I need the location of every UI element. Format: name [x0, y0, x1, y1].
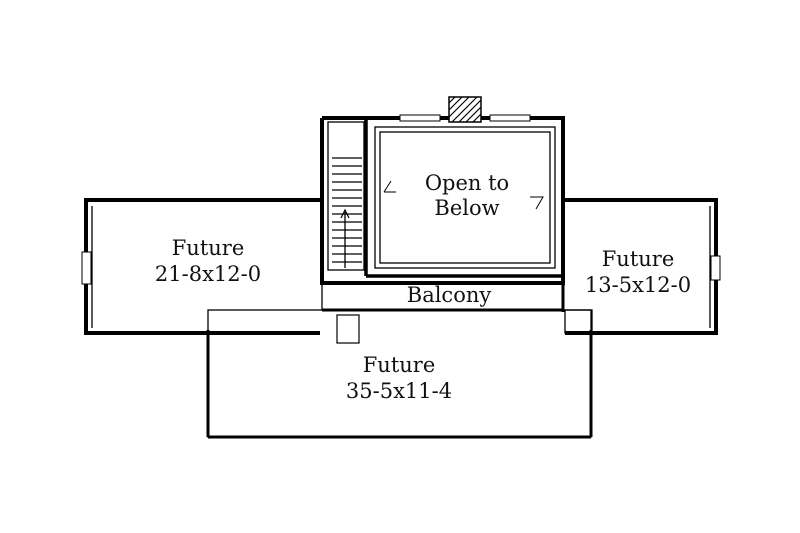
window-top-left	[399, 114, 441, 122]
stair-arrow-icon	[340, 208, 350, 219]
label-left-dims: 21-8x12-0	[155, 262, 261, 286]
window-right	[710, 255, 721, 281]
room-right-future[interactable]	[564, 198, 721, 335]
room-left-future[interactable]	[81, 198, 320, 335]
tick-mark-right-icon	[530, 196, 544, 210]
label-right-name: Future	[602, 247, 675, 271]
label-left-name: Future	[172, 236, 245, 260]
stairs[interactable]	[327, 121, 365, 271]
label-bottom-dims: 35-5x11-4	[346, 379, 452, 403]
label-balcony: Balcony	[407, 283, 492, 307]
tick-mark-left-icon	[383, 180, 396, 193]
label-bottom-name: Future	[363, 353, 436, 377]
label-right-dims: 13-5x12-0	[585, 273, 691, 297]
label-open-line1: Open to	[425, 171, 509, 195]
label-open-line2: Below	[434, 196, 499, 220]
column-post	[336, 314, 360, 344]
window-top-right	[489, 114, 531, 122]
chimney	[448, 96, 482, 123]
balcony[interactable]	[321, 282, 565, 312]
window-left	[81, 251, 92, 285]
